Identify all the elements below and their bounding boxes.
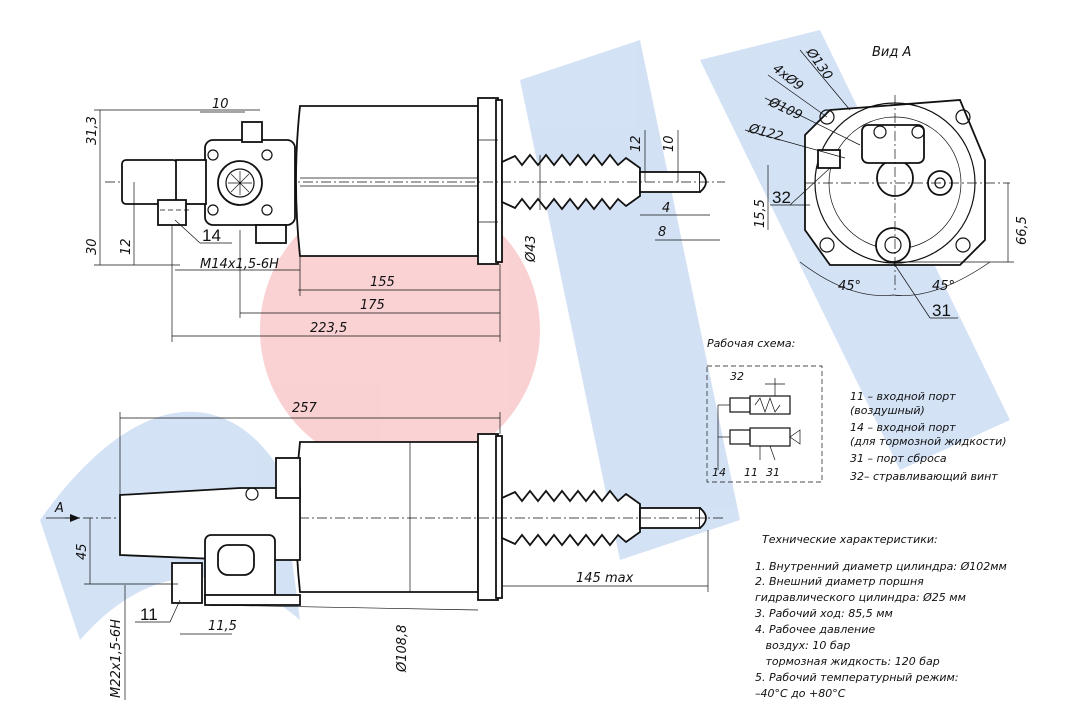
view-a-port-31 — [875, 227, 911, 263]
dim-10-right: 10 — [662, 135, 677, 152]
view-a-hole-bl — [819, 237, 835, 253]
scheme-label-11: 11 — [744, 466, 758, 479]
spec-line: 5. Рабочий температурный режим: — [755, 671, 959, 684]
spec-line: 1. Внутренний диаметр цилиндра: Ø102мм — [755, 560, 1007, 573]
top-view — [105, 97, 725, 265]
dim-d108-8: Ø108,8 — [395, 625, 410, 673]
dim-30: 30 — [85, 238, 100, 255]
scheme-frame — [706, 365, 823, 483]
dim-angle-45-left: 45° — [838, 279, 861, 294]
dim-8: 8 — [658, 225, 666, 240]
port-32-label: 32 — [772, 188, 791, 207]
dim-12-right: 12 — [629, 135, 644, 152]
watermark-globe — [260, 190, 540, 470]
view-a-hole-tl — [819, 109, 835, 125]
technical-specs: Технические характеристики: 1. Внутренни… — [755, 533, 1007, 700]
spec-line: тормозная жидкость: 120 бар — [755, 655, 940, 668]
legend-line: (воздушный) — [850, 404, 925, 417]
dim-257: 257 — [292, 401, 318, 416]
spec-line: –40°С до +80°С — [755, 687, 846, 700]
scheme-valve-lower — [749, 427, 791, 447]
dim-12-left: 12 — [119, 238, 134, 255]
legend-line: 31 – порт сброса — [850, 452, 947, 465]
view-a-arrow-label: A — [54, 501, 64, 516]
view-a-hole-tr — [955, 109, 971, 125]
dim-223-5: 223,5 — [310, 321, 347, 336]
spec-line: гидравлического цилиндра: Ø25 мм — [755, 591, 966, 604]
dim-45: 45 — [75, 543, 90, 560]
top-view-dimensions: 31,3 10 30 12 M14x1,5-6H 155 175 223,5 1… — [85, 97, 720, 342]
dim-15-5: 15,5 — [753, 199, 768, 228]
dim-31-3: 31,3 — [85, 116, 100, 145]
top-bellows — [501, 153, 641, 211]
view-a-hole-br — [955, 237, 971, 253]
top-fluid-port — [157, 199, 187, 226]
side-port-11 — [171, 562, 203, 604]
side-cylinder-body — [295, 441, 479, 593]
dim-66-5: 66,5 — [1015, 216, 1030, 245]
legend-line: 14 – входной порт — [850, 421, 956, 434]
dim-155: 155 — [370, 275, 395, 290]
scheme-label-32: 32 — [730, 370, 744, 383]
top-cylinder-body — [295, 105, 479, 257]
scheme-label-14: 14 — [712, 466, 726, 479]
legend-line: (для тормозной жидкости) — [850, 435, 1007, 448]
spec-line: 3. Рабочий ход: 85,5 мм — [755, 607, 893, 620]
side-flange — [477, 433, 499, 601]
port-14-label: 14 — [202, 226, 221, 245]
port-11-label: 11 — [140, 605, 158, 624]
legend-line: 32– стравливающий винт — [850, 470, 998, 483]
dim-m22-thread: M22x1,5-6H — [109, 619, 124, 698]
dim-145-max: 145 max — [576, 571, 634, 586]
specs-title: Технические характеристики: — [762, 533, 938, 546]
view-a-dimensions: Ø130 4xØ9 Ø109 Ø122 15,5 32 66,5 45° 45°… — [744, 45, 1030, 320]
dim-angle-45-right: 45° — [932, 279, 955, 294]
working-scheme: Рабочая схема: 32 14 11 31 11 – входной … — [706, 337, 1007, 483]
spec-line: 2. Внешний диаметр поршня — [755, 575, 924, 588]
dim-m14-thread: M14x1,5-6H — [200, 257, 279, 272]
legend-line: 11 – входной порт — [850, 390, 956, 403]
scheme-legend: 11 – входной порт (воздушный) 14 – входн… — [850, 390, 1007, 483]
view-a-title: Вид А — [872, 45, 911, 60]
spec-line: 4. Рабочее давление — [755, 623, 875, 636]
side-view-dimensions: 257 A 45 M22x1,5-6H 11 11,5 145 max Ø108… — [46, 401, 709, 700]
top-air-port — [121, 159, 178, 205]
dim-d43: Ø43 — [524, 235, 539, 263]
dim-4: 4 — [662, 201, 670, 216]
scheme-title: Рабочая схема: — [707, 337, 795, 350]
port-31-label: 31 — [932, 301, 951, 320]
side-view — [65, 433, 725, 611]
view-a: Вид А — [804, 45, 1010, 290]
dim-175: 175 — [360, 298, 385, 313]
dim-10-top: 10 — [212, 97, 229, 112]
scheme-label-31: 31 — [766, 466, 780, 479]
dim-11-5: 11,5 — [208, 619, 237, 634]
spec-line: воздух: 10 бар — [755, 639, 850, 652]
top-flange — [477, 97, 499, 265]
